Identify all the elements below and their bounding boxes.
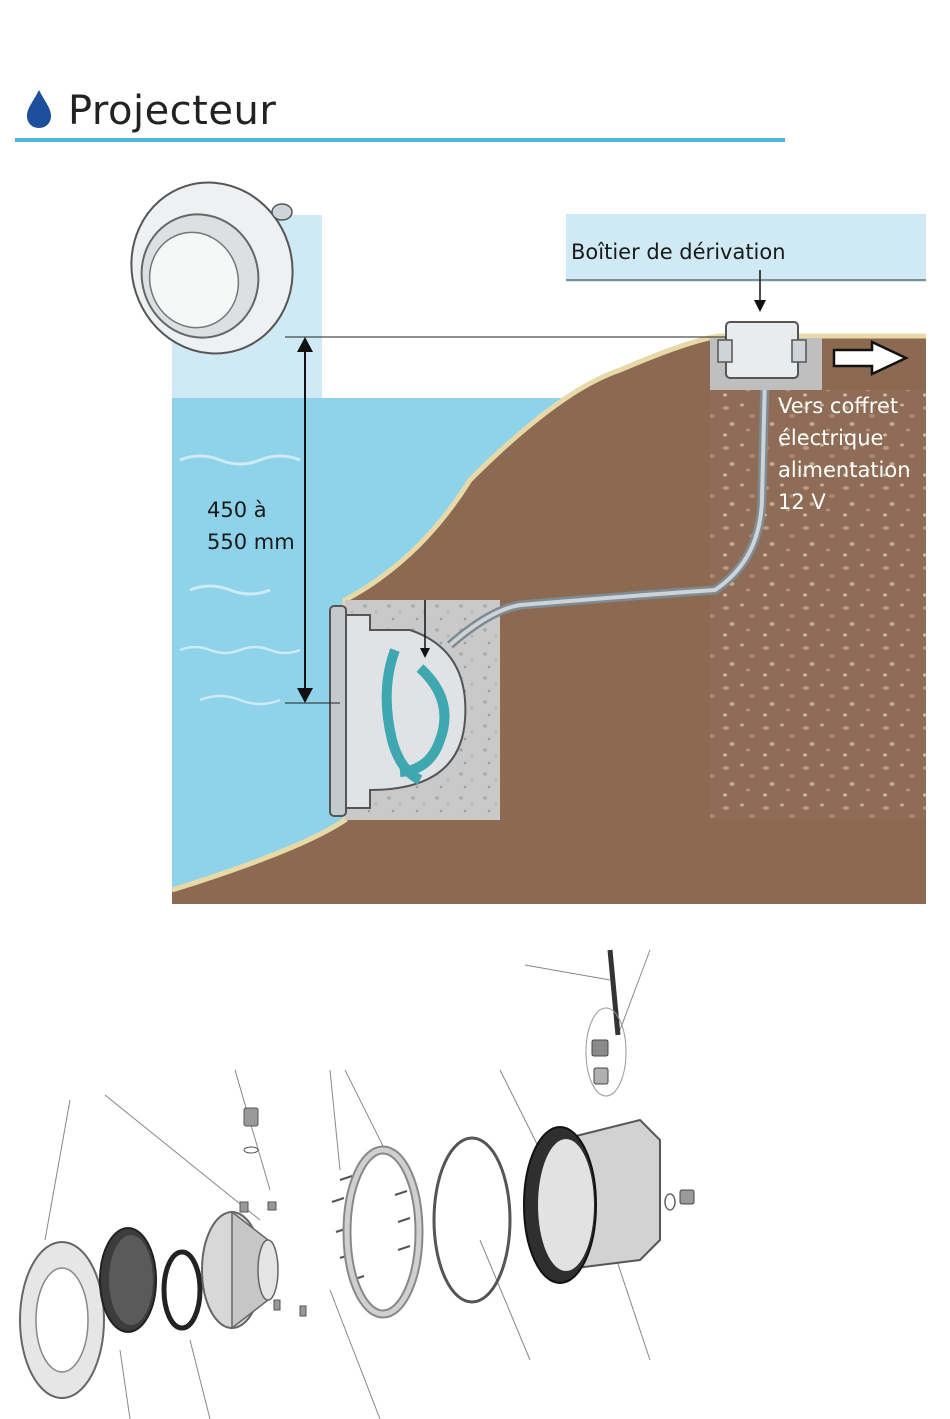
junction-box <box>718 322 806 378</box>
plug <box>665 1190 694 1210</box>
supply-label-line4: 12 V <box>778 490 826 514</box>
supply-label-line1: Vers coffret <box>778 394 898 418</box>
gravel-trench <box>710 390 926 820</box>
liner-gasket <box>434 1138 510 1302</box>
depth-label-line2: 550 mm <box>207 530 295 554</box>
junction-box-label: Boîtier de dérivation <box>571 240 786 264</box>
gasket <box>164 1252 200 1328</box>
lens <box>100 1228 156 1332</box>
exploded-parts-view <box>0 940 950 1419</box>
reflector <box>202 1212 278 1328</box>
niche-body <box>524 1120 660 1283</box>
supply-label-line3: alimentation <box>778 458 911 482</box>
arrow-down-icon <box>754 300 766 312</box>
cable-gland <box>586 950 626 1096</box>
supply-label-line2: électrique <box>778 426 883 450</box>
depth-label-line1: 450 à <box>207 498 267 522</box>
front-trim-ring <box>20 1242 104 1398</box>
flange-ring <box>347 1150 419 1314</box>
